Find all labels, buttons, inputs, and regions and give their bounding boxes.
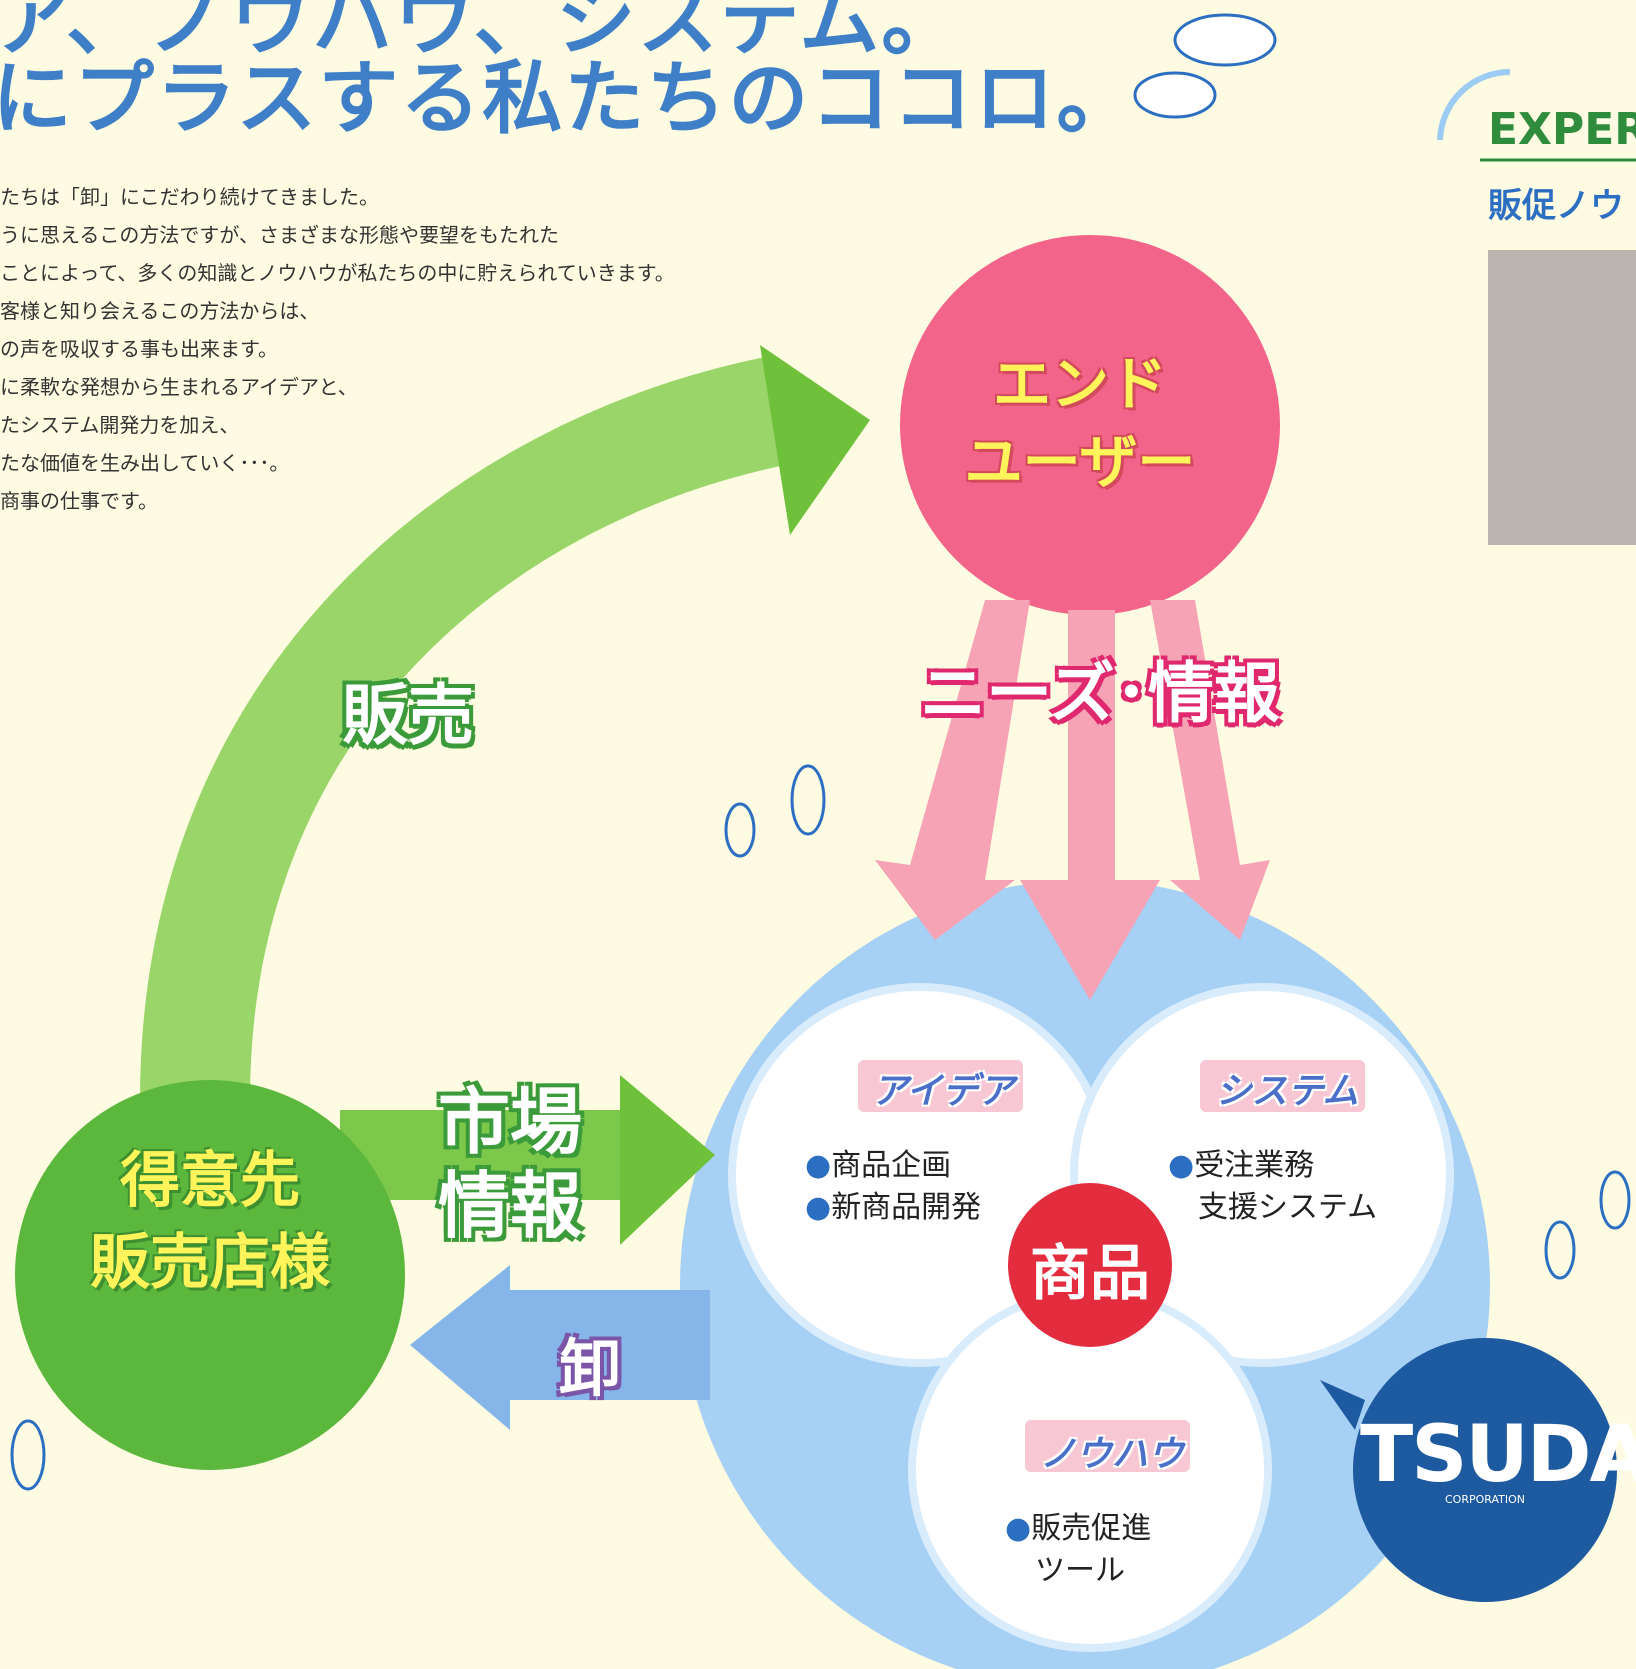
side-panel-photo <box>1488 250 1636 545</box>
page-title-line1: ア、ノウハウ、システム。 <box>0 0 964 67</box>
intro-line: 商事の仕事です。 <box>0 489 158 513</box>
customer-line2: 販売店様 <box>90 1228 330 1298</box>
bullet-dot-icon: ● <box>1005 1511 1032 1546</box>
system-list: ●受注業務 支援システム <box>1168 1145 1377 1229</box>
intro-line: に柔軟な発想から生まれるアイデアと、 <box>0 375 358 399</box>
market-info-line2: 情報 <box>437 1164 582 1248</box>
tree-icon <box>1599 1170 1631 1230</box>
needs-info-label: ニーズ･情報 <box>920 655 1280 732</box>
system-tag: システム <box>1215 1071 1359 1112</box>
customer-circle <box>15 1080 405 1470</box>
list-item: 支援システム <box>1198 1190 1378 1225</box>
market-info-line1: 市場 <box>437 1080 582 1164</box>
intro-line: たシステム開発力を加え、 <box>0 413 240 437</box>
list-item: ●商品企画 <box>805 1148 952 1183</box>
tsuda-logo: TSUDA <box>1360 1410 1636 1500</box>
list-item: ●新商品開発 <box>805 1190 982 1225</box>
market-info-arrowhead <box>620 1075 715 1245</box>
intro-line: たちは「卸」にこだわり続けてきました。 <box>0 185 379 209</box>
intro-line: うに思えるこの方法ですが、さまざまな形態や要望をもたれた <box>0 223 559 247</box>
market-info-arrow <box>340 1110 630 1200</box>
intro-line: の声を吸収する事も出来ます。 <box>0 337 278 361</box>
bullet-dot-icon: ● <box>805 1148 832 1183</box>
intro-line: ことによって、多くの知識とノウハウが私たちの中に貯えられていきます。 <box>0 261 675 285</box>
sales-arrowhead <box>760 345 870 535</box>
tree-icon <box>724 802 756 858</box>
sales-arrow <box>140 356 791 1101</box>
end-user-line2: ユーザー <box>964 428 1196 496</box>
wholesale-arrowhead <box>410 1265 510 1430</box>
product-label: 商品 <box>1030 1239 1150 1309</box>
knowhow-tag: ノウハウ <box>1039 1434 1184 1475</box>
wholesale-arrow <box>500 1290 710 1400</box>
intro-line: 客様と知り会えるこの方法からは、 <box>0 299 320 323</box>
system-tag-bubble <box>1200 1060 1365 1112</box>
bullet-dot-icon: ● <box>1168 1148 1195 1183</box>
tsuda-logo-sub: CORPORATION <box>1445 1493 1525 1506</box>
end-user-line1: エンド <box>992 350 1167 418</box>
idea-tag-bubble <box>858 1060 1023 1112</box>
side-panel-arc <box>1437 69 1511 141</box>
customer-line1: 得意先 <box>120 1146 300 1216</box>
tree-icon <box>1544 1220 1576 1280</box>
side-panel-subheading: 販促ノウ <box>1488 186 1624 226</box>
cloud-icon <box>1133 71 1217 119</box>
knowhow-tag-bubble <box>1025 1420 1190 1472</box>
sales-label: 販売 <box>342 677 474 754</box>
wholesale-label: 卸 <box>558 1332 621 1405</box>
product-circle <box>1008 1183 1172 1347</box>
intro-line: たな価値を生み出していく･･･。 <box>0 451 290 475</box>
idea-list: ●商品企画 ●新商品開発 <box>805 1145 981 1229</box>
side-panel-heading: EXPERI <box>1488 104 1636 155</box>
tree-icon <box>10 1419 46 1491</box>
page-title-line2: にプラスする私たちのココロ。 <box>0 52 1139 145</box>
tsuda-logo-circle <box>1353 1338 1617 1602</box>
list-item: ツール <box>1035 1553 1125 1588</box>
tree-icon <box>790 764 826 836</box>
end-user-label: エンド ユーザー <box>900 345 1260 501</box>
list-item: ●受注業務 <box>1168 1148 1315 1183</box>
market-info-label: 市場 情報 <box>420 1080 600 1248</box>
cloud-icon <box>1173 13 1277 67</box>
bullet-dot-icon: ● <box>805 1190 832 1225</box>
customer-label: 得意先 販売店様 <box>60 1140 360 1304</box>
needs-arrows <box>875 600 1270 1000</box>
intro-paragraph: たちは「卸」にこだわり続けてきました。 うに思えるこの方法ですが、さまざまな形態… <box>0 178 780 520</box>
knowhow-list: ●販売促進 ツール <box>1005 1508 1151 1592</box>
list-item: ●販売促進 <box>1005 1511 1152 1546</box>
tsuda-speech-tail <box>1320 1380 1365 1430</box>
end-user-circle <box>900 235 1280 615</box>
idea-tag: アイデア <box>871 1071 1015 1112</box>
